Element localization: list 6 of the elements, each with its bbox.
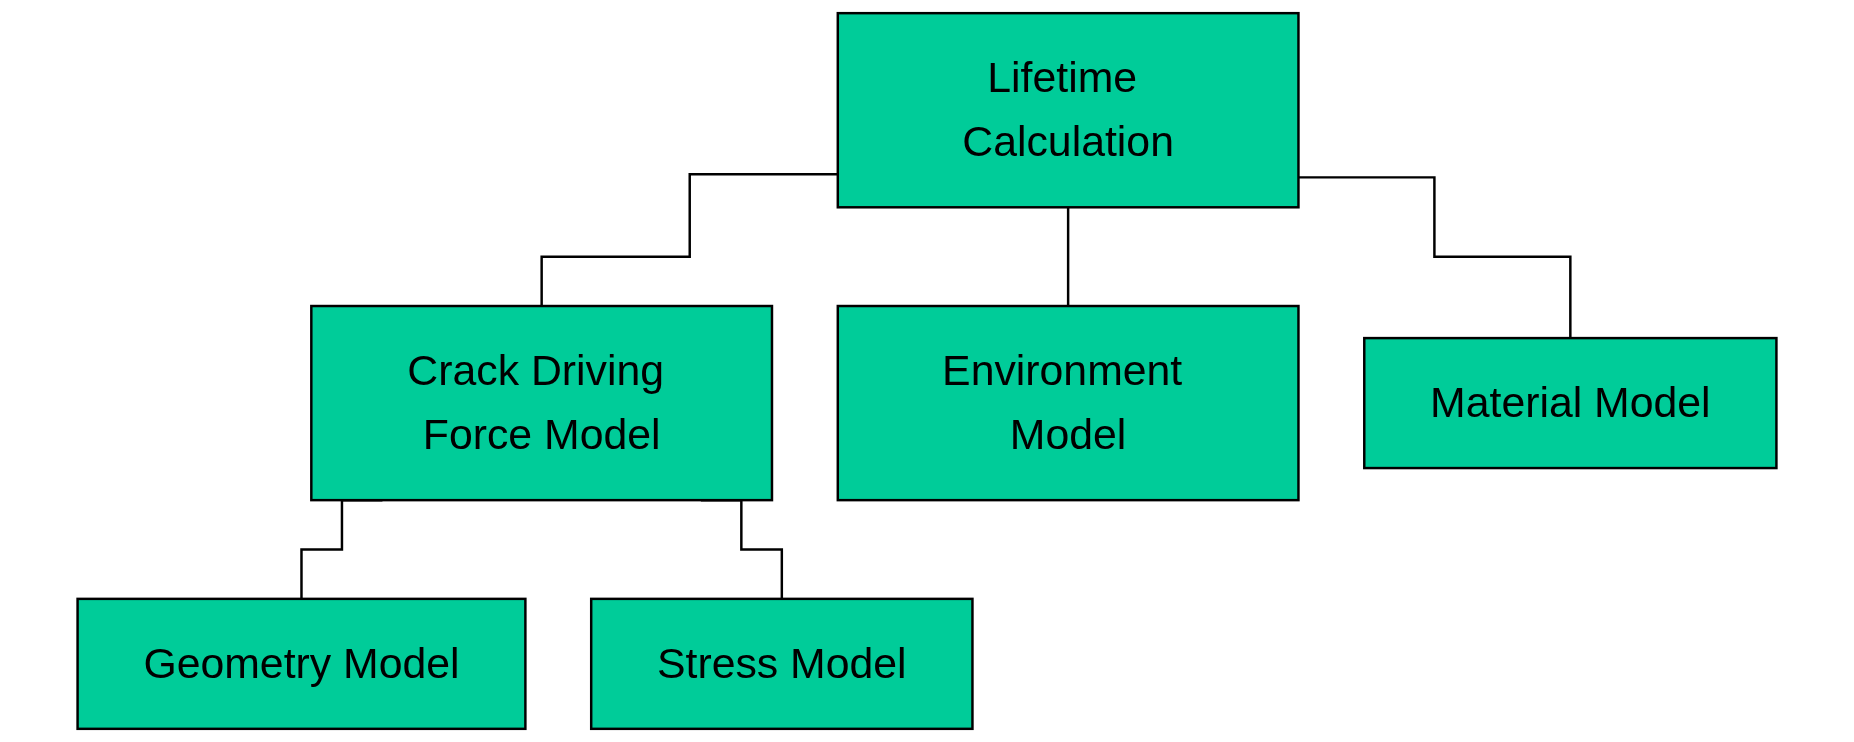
node-box: Geometry Model xyxy=(76,597,527,731)
node-box: Crack Driving Force Model xyxy=(310,304,774,502)
node-box: Stress Model xyxy=(589,597,974,731)
node-box: Lifetime Calculation xyxy=(836,11,1300,209)
node-box: Material Model xyxy=(1363,336,1778,470)
node-box: Environment Model xyxy=(836,304,1300,502)
